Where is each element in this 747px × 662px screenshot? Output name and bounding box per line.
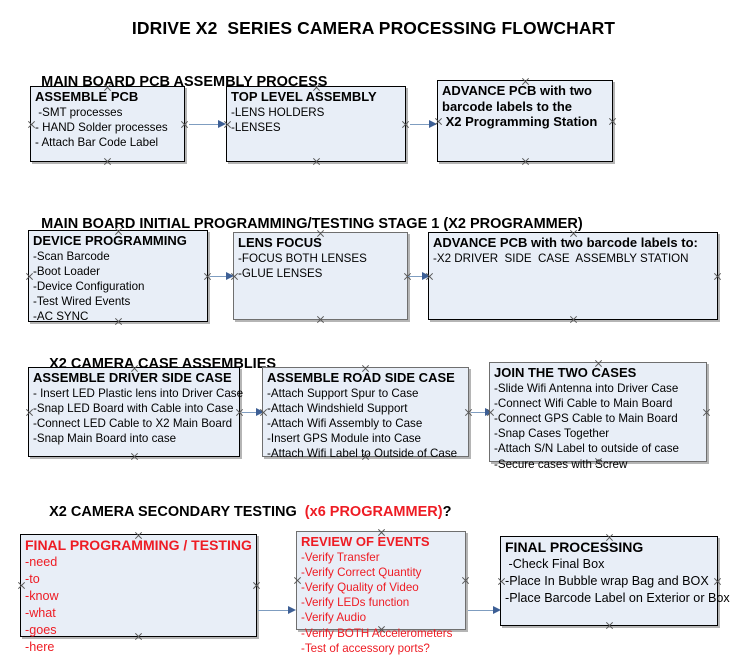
box-line: -Connect GPS Cable to Main Board xyxy=(494,411,678,425)
box-lens-focus[interactable]: LENS FOCUS -FOCUS BOTH LENSES -GLUE LENS… xyxy=(233,232,408,320)
box-line: -X2 DRIVER SIDE CASE ASSEMBLY STATION xyxy=(433,251,689,265)
box-line: -to xyxy=(25,572,40,586)
box-line: -need xyxy=(25,555,58,569)
box-line: -know xyxy=(25,589,59,603)
box-line: - Attach Bar Code Label xyxy=(35,135,159,149)
box-line: -Verify Audio xyxy=(301,611,367,625)
box-line: -Verify Quality of Video xyxy=(301,580,419,594)
box-line: -Slide Wifi Antenna into Driver Case xyxy=(494,381,679,395)
connector-handle-bottom[interactable] xyxy=(569,315,578,324)
box-line: -Snap Cases Together xyxy=(494,427,610,441)
connector-handle-bottom[interactable] xyxy=(312,157,321,166)
connector-handle-bottom[interactable] xyxy=(316,315,325,324)
box-line: -Verify BOTH Accelerometers xyxy=(301,626,453,640)
box-line: X2 Programming Station xyxy=(442,114,598,129)
box-line: barcode labels to the xyxy=(442,98,573,114)
box-line: - HAND Solder processes xyxy=(35,120,168,134)
box-review-of-events[interactable]: REVIEW OF EVENTS -Verify Transfer -Verif… xyxy=(296,531,466,655)
box-title: REVIEW OF EVENTS xyxy=(301,534,430,549)
box-top-level-assembly[interactable]: TOP LEVEL ASSEMBLY -LENS HOLDERS -LENSES xyxy=(226,86,406,162)
box-line: -Attach Wifi Label to Outside of Case xyxy=(267,447,458,461)
box-title: ADVANCE PCB with two xyxy=(442,83,592,98)
box-assemble-road-side-case[interactable]: ASSEMBLE ROAD SIDE CASE -Attach Support … xyxy=(262,367,469,460)
arrow-driver-side-to-road-side xyxy=(242,408,264,417)
box-line: -Snap LED Board with Cable into Case xyxy=(33,401,234,415)
box-line: -Attach Wifi Assembly to Case xyxy=(267,416,423,430)
box-line: -Boot Loader xyxy=(33,264,101,278)
connector-handle-bottom[interactable] xyxy=(605,621,614,630)
box-title: TOP LEVEL ASSEMBLY xyxy=(231,89,377,104)
box-title: ADVANCE PCB with two barcode labels to: xyxy=(433,235,698,250)
box-line: -FOCUS BOTH LENSES xyxy=(238,251,367,265)
box-line: - Insert LED Plastic lens into Driver Ca… xyxy=(33,386,244,400)
box-line: -Connect LED Cable to X2 Main Board xyxy=(33,416,233,430)
section-heading-accent: (x6 PROGRAMMER) xyxy=(304,504,443,520)
box-line: -Attach S/N Label to outside of case xyxy=(494,442,679,456)
connector-handle-bottom[interactable] xyxy=(103,157,112,166)
box-assemble-pcb[interactable]: ASSEMBLE PCB -SMT processes - HAND Solde… xyxy=(30,86,185,162)
box-line: -Verify Transfer xyxy=(301,550,380,564)
box-line: -Device Configuration xyxy=(33,279,145,293)
box-line: -GLUE LENSES xyxy=(238,266,323,280)
arrow-assemble-pcb-to-top-level-assembly xyxy=(189,120,226,129)
box-final-programming-testing[interactable]: FINAL PROGRAMMING / TESTING -need -to -k… xyxy=(20,534,257,654)
page-title: IDRIVE X2 SERIES CAMERA PROCESSING FLOWC… xyxy=(131,18,616,38)
box-title: LENS FOCUS xyxy=(238,235,322,250)
box-line: -Attach Windshield Support xyxy=(267,401,408,415)
arrow-review-of-events-to-final-processing xyxy=(468,606,501,615)
box-line: -Scan Barcode xyxy=(33,249,110,263)
box-title: ASSEMBLE PCB xyxy=(35,89,139,104)
box-line: -LENSES xyxy=(231,120,281,134)
box-line: -LENS HOLDERS xyxy=(231,105,325,119)
box-line: -goes xyxy=(25,623,57,637)
section-heading-tail: ? xyxy=(442,504,452,520)
box-line: -Verify Correct Quantity xyxy=(301,565,422,579)
box-advance-pcb-to-driver-side-case-station[interactable]: ADVANCE PCB with two barcode labels to: … xyxy=(428,232,718,320)
box-title: DEVICE PROGRAMMING xyxy=(33,233,187,248)
box-line: -Connect Wifi Cable to Main Board xyxy=(494,396,673,410)
connector-handle-right[interactable] xyxy=(713,272,722,281)
arrow-device-programming-to-lens-focus xyxy=(210,272,234,281)
box-title: ASSEMBLE DRIVER SIDE CASE xyxy=(33,370,232,385)
section-heading-main-board-initial-programming: MAIN BOARD INITIAL PROGRAMMING/TESTING S… xyxy=(25,200,583,248)
box-line: -Check Final Box xyxy=(505,557,605,571)
section-heading-text: X2 CAMERA SECONDARY TESTING xyxy=(49,504,305,520)
box-line-overflow: -Test of accessory ports? xyxy=(301,641,430,655)
box-line: -Secure cases with Screw xyxy=(494,457,628,471)
box-line: -Place In Bubble wrap Bag and BOX xyxy=(505,574,709,588)
box-title: FINAL PROGRAMMING / TESTING xyxy=(25,537,252,553)
connector-handle-bottom[interactable] xyxy=(521,157,530,166)
box-line: -what xyxy=(25,606,56,620)
box-final-processing[interactable]: FINAL PROCESSING -Check Final Box -Place… xyxy=(500,536,730,626)
arrow-top-level-assembly-to-advance-pcb xyxy=(410,120,437,129)
box-line: -Snap Main Board into case xyxy=(33,432,177,446)
box-line: -SMT processes xyxy=(35,105,123,119)
box-line: -Test Wired Events xyxy=(33,295,131,309)
box-assemble-driver-side-case[interactable]: ASSEMBLE DRIVER SIDE CASE - Insert LED P… xyxy=(28,367,244,457)
box-line: -Verify LEDs function xyxy=(301,596,410,610)
arrow-final-programming-to-review-of-events xyxy=(258,606,296,615)
section-heading-x2-camera-secondary-testing: X2 CAMERA SECONDARY TESTING (x6 PROGRAMM… xyxy=(33,488,451,536)
box-advance-pcb-to-x2-programming-station[interactable]: ADVANCE PCB with two barcode labels to t… xyxy=(437,80,613,162)
box-line: -AC SYNC xyxy=(33,310,89,324)
box-title: ASSEMBLE ROAD SIDE CASE xyxy=(267,370,455,385)
section-heading-text: MAIN BOARD INITIAL PROGRAMMING/TESTING S… xyxy=(41,216,583,232)
box-line: -Attach Support Spur to Case xyxy=(267,386,419,400)
connector-handle-bottom[interactable] xyxy=(130,452,139,461)
arrow-lens-focus-to-advance-pcb-driver-side xyxy=(408,272,430,281)
box-line: -Insert GPS Module into Case xyxy=(267,432,422,446)
box-line: -Place Barcode Label on Exterior or Box xyxy=(505,591,730,605)
box-title: FINAL PROCESSING xyxy=(505,539,644,555)
box-title: JOIN THE TWO CASES xyxy=(494,365,637,380)
box-join-the-two-cases[interactable]: JOIN THE TWO CASES -Slide Wifi Antenna i… xyxy=(489,362,707,471)
box-device-programming[interactable]: DEVICE PROGRAMMING -Scan Barcode -Boot L… xyxy=(28,230,208,324)
box-line: -here xyxy=(25,640,55,654)
